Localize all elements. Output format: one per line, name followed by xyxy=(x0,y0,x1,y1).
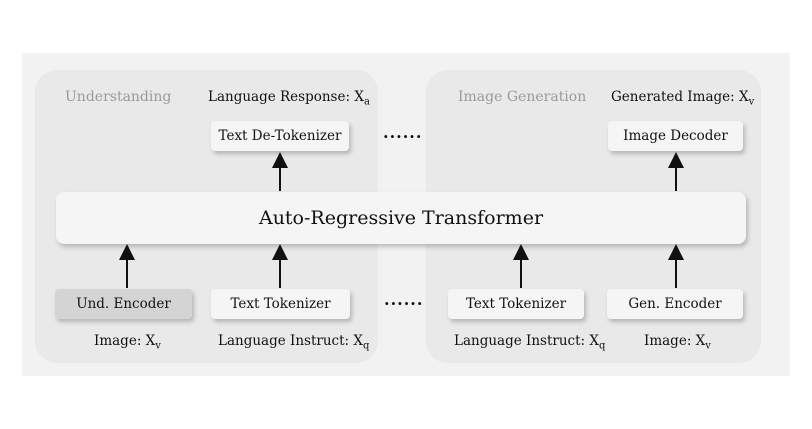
language-instruct-left-label: Language Instruct: Xq xyxy=(218,333,370,352)
language-response-label: Language Response: Xa xyxy=(208,89,370,108)
auto-regressive-transformer-box: Auto-Regressive Transformer xyxy=(56,192,746,244)
und-encoder-box: Und. Encoder xyxy=(55,289,192,319)
understanding-title: Understanding xyxy=(65,89,172,105)
text-tokenizer-right-box: Text Tokenizer xyxy=(448,289,584,319)
gen-encoder-box: Gen. Encoder xyxy=(607,289,743,319)
text-tokenizer-left-box: Text Tokenizer xyxy=(211,289,350,319)
image-input-left-label: Image: Xv xyxy=(94,333,161,352)
image-generation-title: Image Generation xyxy=(458,89,587,105)
image-decoder-box: Image Decoder xyxy=(608,121,743,151)
language-instruct-right-label: Language Instruct: Xq xyxy=(454,333,606,352)
image-input-right-label: Image: Xv xyxy=(644,333,711,352)
generated-image-label: Generated Image: Xv xyxy=(611,89,755,108)
text-detokenizer-box: Text De-Tokenizer xyxy=(211,121,349,151)
ellipsis-bottom: ······ xyxy=(384,294,424,313)
ellipsis-top: ······ xyxy=(383,127,423,146)
